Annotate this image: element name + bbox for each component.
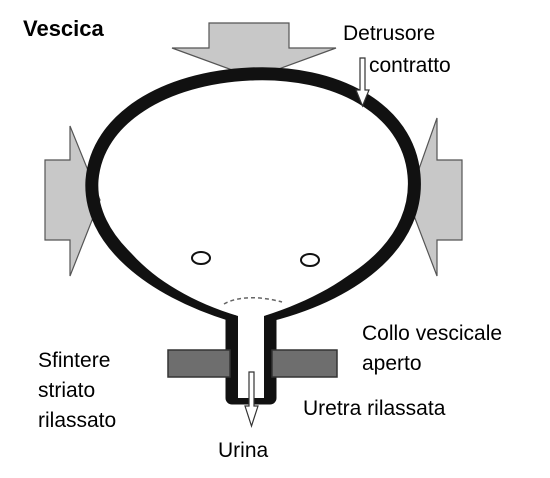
label-neck-line2: aperto [362,352,422,375]
detrusor-pointer-icon [355,57,370,108]
urine-flow-arrow-icon [244,371,259,428]
left-pressure-arrow-icon [44,125,101,277]
label-detrusor-line1: Detrusore [343,22,436,45]
label-detrusor-line2: contratto [369,54,451,77]
label-sphincter-line3: rilassato [38,409,117,432]
label-urine: Urina [218,439,269,462]
label-urethra: Uretra rilassata [303,397,446,420]
bladder-lumen [103,84,404,398]
right-pressure-arrow-icon [407,117,463,277]
sphincter-left [167,349,231,378]
diagram-title: Vescica [23,16,104,41]
ureteral-orifice-right [300,253,320,267]
bladder-wall [85,67,421,405]
top-pressure-arrow-icon [171,22,337,79]
label-sphincter-line2: striato [38,379,96,402]
label-sphincter-line1: Sfintere [38,349,111,372]
label-neck-line1: Collo vescicale [362,322,503,345]
sphincter-right [271,349,338,378]
ureteral-orifice-left [191,251,211,265]
